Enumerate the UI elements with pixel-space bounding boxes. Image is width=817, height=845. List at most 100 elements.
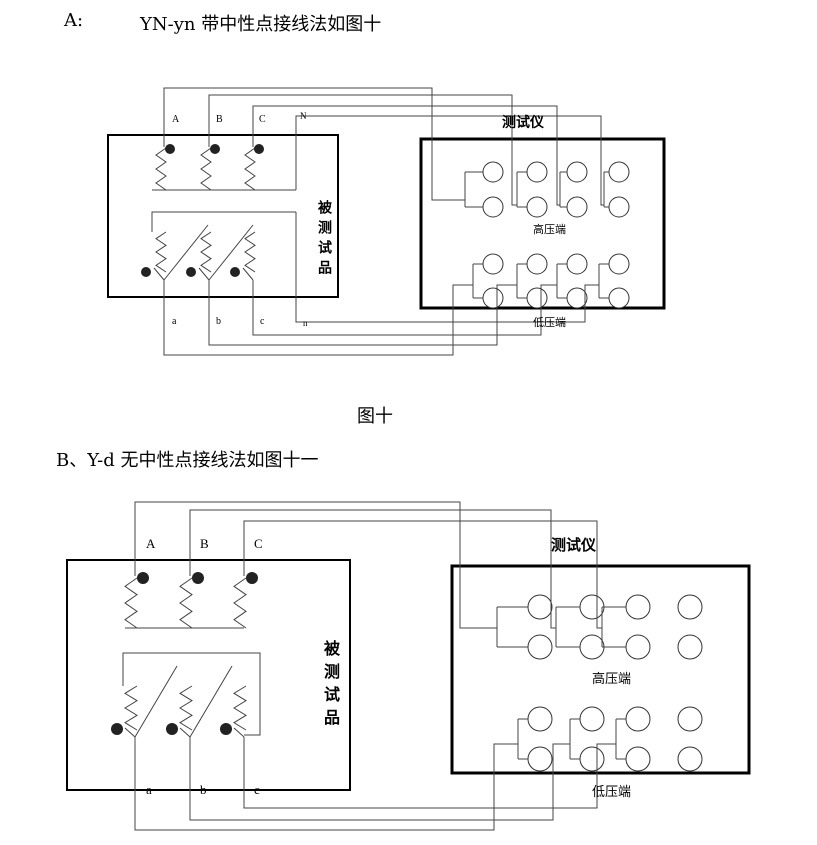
terminal-B: B	[200, 536, 209, 551]
hv-test-lead	[189, 509, 556, 629]
lv-test-lead	[134, 737, 518, 831]
hv-test-lead	[163, 87, 465, 201]
lv-test-lead	[252, 280, 557, 336]
section-a-prefix: A:	[64, 10, 84, 31]
hv-test-lead	[252, 105, 560, 206]
tester-label: 测试仪	[502, 115, 544, 131]
terminal-dot	[111, 723, 123, 735]
section-a-title: YN-yn 带中性点接线法如图十	[140, 14, 382, 35]
terminal-dot	[141, 267, 151, 277]
tester-terminal-socket	[608, 253, 630, 275]
tester-terminal-socket	[482, 196, 504, 218]
terminal-a: a	[146, 782, 152, 797]
lv-winding	[233, 685, 247, 731]
lv-winding-end	[242, 267, 254, 281]
figure-10-caption: 图十	[357, 406, 393, 427]
delta-diagonal	[134, 665, 178, 738]
lv-test-lead	[189, 737, 570, 821]
hv-winding	[244, 147, 256, 191]
tester-terminal-socket	[579, 594, 605, 620]
tester-terminal-socket	[482, 161, 504, 183]
tester-terminal-socket	[526, 287, 548, 309]
hv-test-lead	[295, 115, 604, 206]
hv-winding	[155, 147, 167, 191]
tester-terminal-socket	[677, 706, 703, 732]
terminal-a: a	[172, 316, 177, 327]
tester-terminal-socket	[677, 634, 703, 660]
terminal-C: C	[259, 114, 266, 125]
hv-test-lead	[243, 520, 602, 629]
section-b-title: B、Y-d 无中性点接线法如图十一	[56, 450, 319, 471]
lv-test-lead	[208, 280, 517, 346]
lv-winding-end	[124, 727, 136, 738]
terminal-dot	[246, 572, 258, 584]
terminal-A: A	[172, 114, 180, 125]
tester-terminal-socket	[677, 594, 703, 620]
lv-winding	[200, 231, 212, 273]
terminal-dot	[210, 144, 220, 154]
hv-winding	[179, 577, 193, 629]
lv-winding	[124, 685, 138, 731]
tester-terminal-socket	[677, 746, 703, 772]
tester-terminal-socket	[527, 706, 553, 732]
tester-terminal-socket	[579, 746, 605, 772]
delta-diagonal	[189, 665, 233, 738]
terminal-n: n	[303, 318, 308, 328]
terminal-c: c	[260, 316, 265, 327]
tester-label: 测试仪	[551, 536, 597, 554]
lv-test-lead	[163, 280, 473, 356]
tester-terminal-socket	[579, 634, 605, 660]
tester-terminal-socket	[625, 746, 651, 772]
terminal-A: A	[146, 536, 156, 551]
tester-terminal-socket	[526, 253, 548, 275]
tester-terminal-socket	[527, 746, 553, 772]
lv-winding-end	[179, 727, 191, 738]
lv-test-lead	[295, 212, 599, 323]
hv-winding	[233, 577, 247, 629]
hv-test-lead	[208, 94, 517, 206]
terminal-b: b	[216, 316, 221, 327]
tester-box	[450, 564, 751, 775]
tester-terminal-socket	[566, 161, 588, 183]
hv-side-label: 高压端	[592, 672, 632, 687]
tester-terminal-socket	[625, 706, 651, 732]
lv-side-label: 低压端	[592, 785, 632, 800]
lv-winding-end	[198, 267, 210, 281]
tester-terminal-socket	[608, 287, 630, 309]
terminal-dot	[192, 572, 204, 584]
terminal-C: C	[254, 536, 263, 551]
tester-terminal-socket	[608, 161, 630, 183]
tester-terminal-socket	[625, 594, 651, 620]
terminal-dot	[137, 572, 149, 584]
lv-side-label: 低压端	[533, 316, 566, 329]
lv-test-lead	[243, 737, 616, 809]
terminal-dot	[186, 267, 196, 277]
lv-winding-end	[153, 267, 165, 281]
tester-box	[419, 137, 666, 310]
tester-terminal-socket	[526, 196, 548, 218]
terminal-B: B	[216, 114, 223, 125]
tester-terminal-socket	[566, 253, 588, 275]
lv-winding	[155, 231, 167, 273]
tester-terminal-socket	[566, 196, 588, 218]
tester-terminal-socket	[527, 634, 553, 660]
tester-terminal-socket	[566, 287, 588, 309]
lv-delta-loop	[122, 652, 261, 736]
hv-winding	[124, 577, 138, 629]
terminal-N: N	[300, 111, 307, 121]
tester-terminal-socket	[482, 287, 504, 309]
dut-label: 被测试品	[321, 640, 340, 732]
terminal-b: b	[200, 782, 207, 797]
lv-winding	[244, 231, 256, 273]
dut-label: 被测试品	[316, 200, 332, 280]
delta-diagonal	[208, 224, 254, 281]
lv-winding-link	[151, 211, 296, 232]
dut-box	[66, 559, 351, 791]
delta-diagonal	[163, 224, 209, 281]
terminal-dot	[254, 144, 264, 154]
lv-winding-end	[233, 727, 245, 738]
hv-winding	[200, 147, 212, 191]
dut-box	[107, 134, 339, 298]
